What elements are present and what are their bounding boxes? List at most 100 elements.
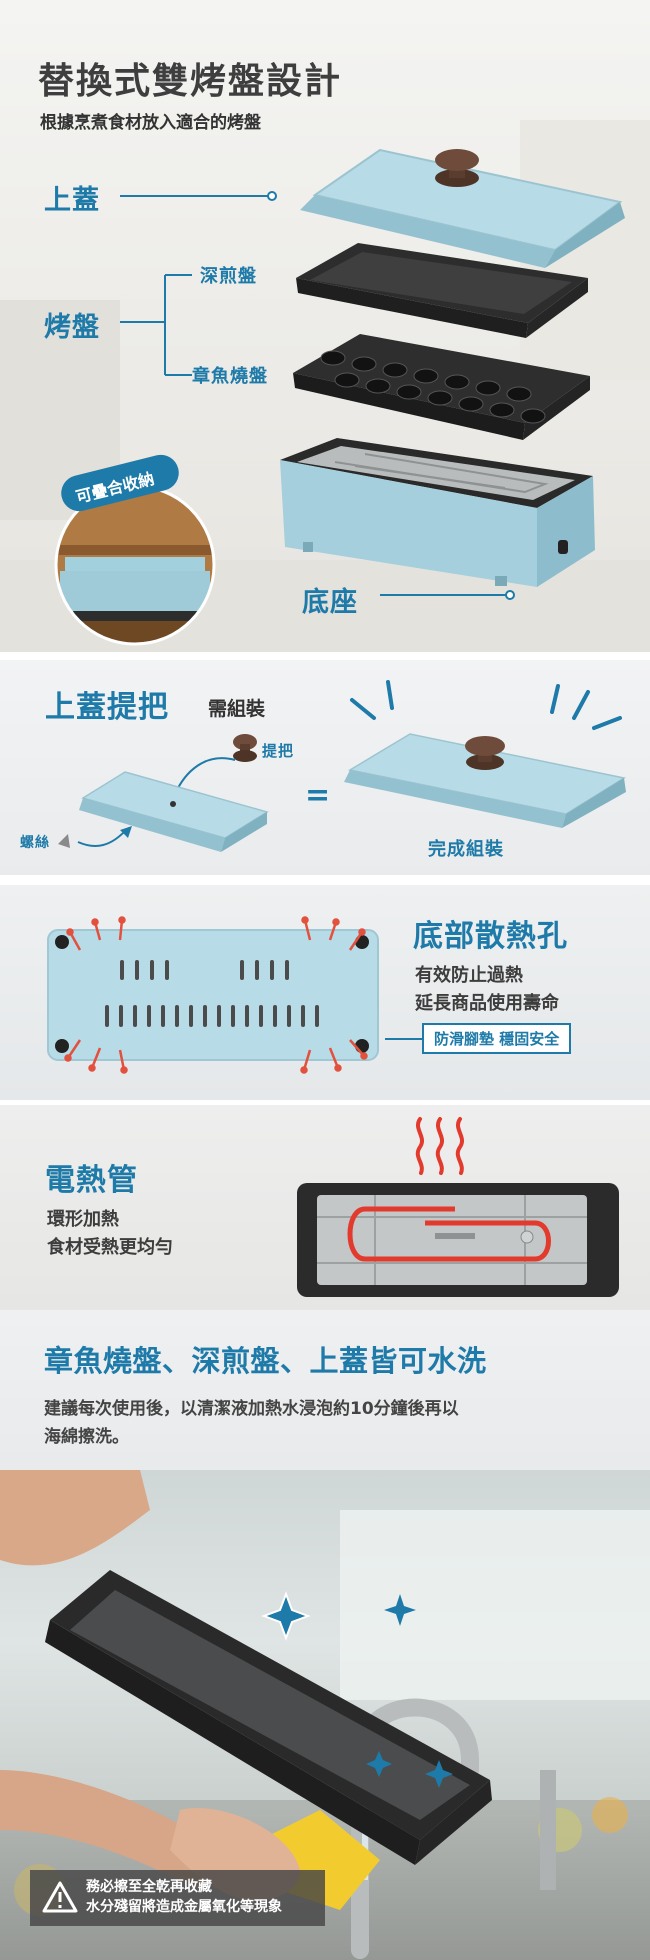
octopus-plate-illustration <box>293 334 590 440</box>
label-assembled: 完成組裝 <box>428 839 504 860</box>
separator <box>0 1100 650 1108</box>
vent-slot <box>119 1005 123 1027</box>
vent-slot <box>240 960 244 980</box>
heating-title: 電熱管 <box>45 1163 138 1198</box>
heating-line2: 食材受熱更均勻 <box>47 1237 173 1258</box>
label-plates: 烤盤 <box>44 312 100 343</box>
badge-connector <box>385 1038 423 1040</box>
heat-arrow-tip <box>332 918 340 926</box>
octopus-hole <box>351 356 377 372</box>
warning-box: 務必擦至全乾再收藏 水分殘留將造成金屬氧化等現象 <box>30 1870 325 1926</box>
warning-line2: 水分殘留將造成金屬氧化等現象 <box>86 1899 282 1915</box>
lid-no-handle-illustration <box>79 771 269 852</box>
stacked-storage-inset <box>54 484 216 646</box>
vent-slot <box>105 1005 109 1027</box>
heat-arrow-tip <box>300 1066 308 1074</box>
octopus-hole <box>413 368 439 384</box>
vent-slot <box>231 1005 235 1027</box>
label-handle: 提把 <box>262 742 295 760</box>
label-deep-plate: 深煎盤 <box>200 266 257 287</box>
vent-slot <box>217 1005 221 1027</box>
section-dual-plate-design: 替換式雙烤盤設計 根據烹煮食材放入適合的烤盤 上蓋 烤盤 深煎盤 章魚燒盤 <box>0 0 650 660</box>
heat-arrow-tip <box>301 916 309 924</box>
vent-slot <box>259 1005 263 1027</box>
vent-slot <box>301 1005 305 1027</box>
warning-icon <box>42 1881 78 1913</box>
warning-line1: 務必擦至全乾再收藏 <box>86 1879 212 1895</box>
vent-slot <box>255 960 259 980</box>
anti-slip-badge: 防滑腳墊 穩固安全 <box>422 1023 572 1054</box>
octopus-hole <box>506 386 532 402</box>
heat-arrow-tip <box>358 928 366 936</box>
label-screw: 螺絲 <box>20 835 50 851</box>
heat-arrow-tip <box>91 918 99 926</box>
assembled-lid-illustration <box>344 733 626 828</box>
vents-line2: 延長商品使用壽命 <box>415 993 559 1014</box>
heat-arrow-tip <box>360 1052 368 1060</box>
vent-slot <box>120 960 124 980</box>
vent-slot <box>189 1005 193 1027</box>
spark-lines <box>350 680 622 730</box>
base-leader-line <box>380 590 515 600</box>
label-lid: 上蓋 <box>44 185 100 216</box>
octopus-hole <box>458 396 484 412</box>
washable-line2: 海綿擦洗。 <box>44 1427 129 1447</box>
vents-title: 底部散熱孔 <box>413 919 568 954</box>
vent-slot <box>203 1005 207 1027</box>
lid-illustration <box>300 148 625 268</box>
heat-arrow-tip <box>118 916 126 924</box>
heat-arrow-tip <box>120 1066 128 1074</box>
octopus-hole <box>320 350 346 366</box>
heat-arrow-tip <box>334 1064 342 1072</box>
heat-arrow-tip <box>88 1064 96 1072</box>
octopus-hole <box>427 390 453 406</box>
washable-line1: 建議每次使用後，以清潔液加熱水浸泡約10分鐘後再以 <box>44 1399 459 1419</box>
vent-slot <box>165 960 169 980</box>
vent-slot <box>175 1005 179 1027</box>
vent-slot <box>161 1005 165 1027</box>
octopus-hole <box>396 384 422 400</box>
octopus-hole <box>520 408 546 424</box>
vent-slot <box>285 960 289 980</box>
heating-line1: 環形加熱 <box>47 1209 119 1230</box>
base-illustration <box>280 438 595 587</box>
heating-tube-illustration <box>297 1117 619 1297</box>
section-title: 替換式雙烤盤設計 <box>38 61 343 102</box>
handle-title: 上蓋提把 <box>45 690 169 725</box>
separator <box>0 877 650 885</box>
handle-title-suffix: 需組裝 <box>208 698 266 720</box>
label-base: 底座 <box>302 587 358 618</box>
plates-bracket <box>120 274 192 376</box>
vent-slot <box>270 960 274 980</box>
deep-plate-illustration <box>296 243 588 338</box>
vent-slot <box>287 1005 291 1027</box>
base-bottom-illustration <box>47 916 379 1074</box>
section-washable: 章魚燒盤、深煎盤、上蓋皆可水洗 建議每次使用後，以清潔液加熱水浸泡約10分鐘後再… <box>0 1310 650 1470</box>
washable-title: 章魚燒盤、深煎盤、上蓋皆可水洗 <box>44 1344 487 1378</box>
octopus-hole <box>444 374 470 390</box>
octopus-hole <box>365 378 391 394</box>
handle-knob-icon <box>233 734 257 762</box>
section-heating-tube: 電熱管 環形加熱 食材受熱更均勻 <box>0 1105 650 1310</box>
octopus-hole <box>489 402 515 418</box>
vent-slot <box>245 1005 249 1027</box>
equals-sign: = <box>305 778 332 813</box>
screw-icon <box>58 826 132 848</box>
vent-slot <box>273 1005 277 1027</box>
octopus-hole <box>382 362 408 378</box>
vent-slot <box>150 960 154 980</box>
vents-line1: 有效防止過熱 <box>415 965 523 986</box>
section-subtitle: 根據烹煮食材放入適合的烤盤 <box>40 113 261 133</box>
vent-slot <box>315 1005 319 1027</box>
heat-arrow-tip <box>66 928 74 936</box>
vent-slot <box>135 960 139 980</box>
vent-slot <box>133 1005 137 1027</box>
label-octopus-plate: 章魚燒盤 <box>192 366 268 387</box>
octopus-hole <box>475 380 501 396</box>
octopus-hole <box>334 372 360 388</box>
vent-slot <box>147 1005 151 1027</box>
lid-leader-line <box>120 191 277 201</box>
section-lid-handle: 上蓋提把 需組裝 提把 螺絲 = <box>0 660 650 875</box>
section-bottom-vents: 底部散熱孔 有效防止過熱 延長商品使用壽命 防滑腳墊 穩固安全 <box>0 885 650 1100</box>
separator <box>0 652 650 660</box>
